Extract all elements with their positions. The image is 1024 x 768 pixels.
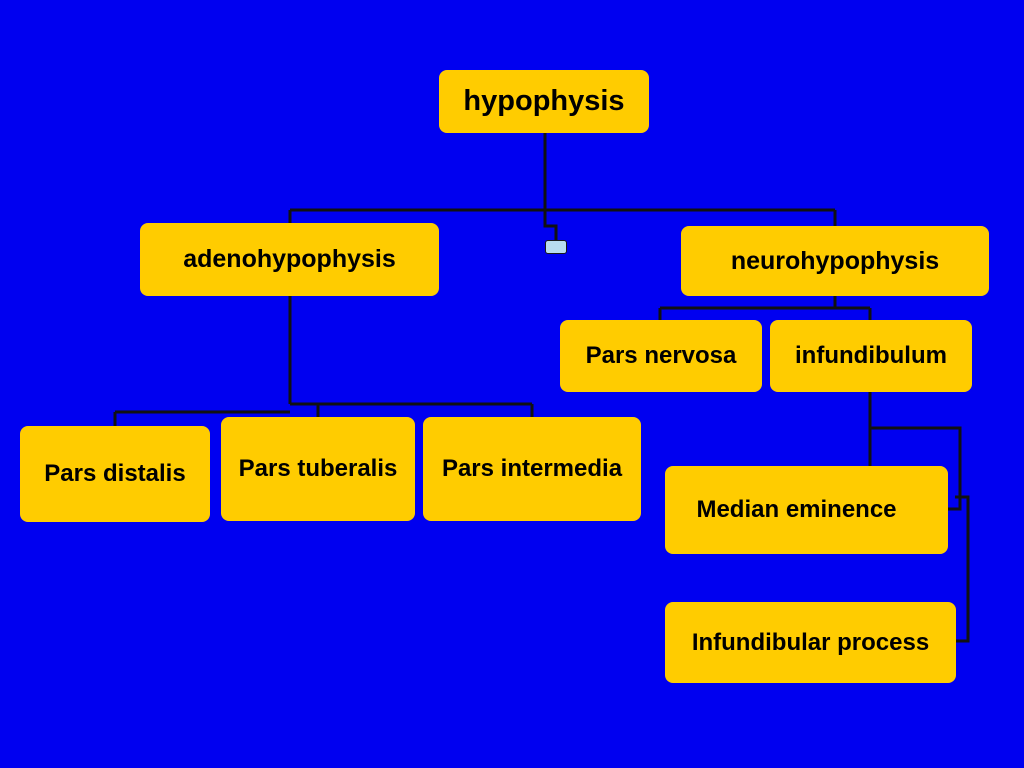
node-infundibular-process: Infundibular process — [665, 602, 956, 683]
node-label: Pars distalis — [44, 460, 186, 487]
node-hypophysis: hypophysis — [439, 70, 649, 133]
node-pars-distalis: Pars distalis — [20, 426, 210, 522]
node-pars-nervosa: Pars nervosa — [560, 320, 762, 392]
node-pars-tuberalis: Pars tuberalis — [221, 417, 415, 521]
node-label: Median eminence — [696, 496, 897, 523]
node-label: Pars intermedia — [441, 455, 623, 482]
node-label: hypophysis — [463, 85, 625, 117]
node-neurohypophysis: neurohypophysis — [681, 226, 989, 296]
node-adenohypophysis: adenohypophysis — [140, 223, 439, 296]
node-label: Infundibular process — [691, 628, 930, 656]
node-median-eminence: Median eminence — [665, 466, 948, 554]
node-label: infundibulum — [795, 342, 947, 369]
node-label: neurohypophysis — [730, 246, 940, 275]
connector-infund-loop — [870, 426, 962, 511]
connector-junction-marker — [545, 240, 567, 254]
node-label: Pars tuberalis — [238, 455, 398, 482]
connector-infund-process — [955, 495, 970, 643]
node-label: adenohypophysis — [183, 245, 396, 273]
node-label: Pars nervosa — [585, 342, 737, 369]
node-pars-intermedia: Pars intermedia — [423, 417, 641, 521]
connector-to-marker — [543, 210, 558, 240]
node-infundibulum: infundibulum — [770, 320, 972, 392]
